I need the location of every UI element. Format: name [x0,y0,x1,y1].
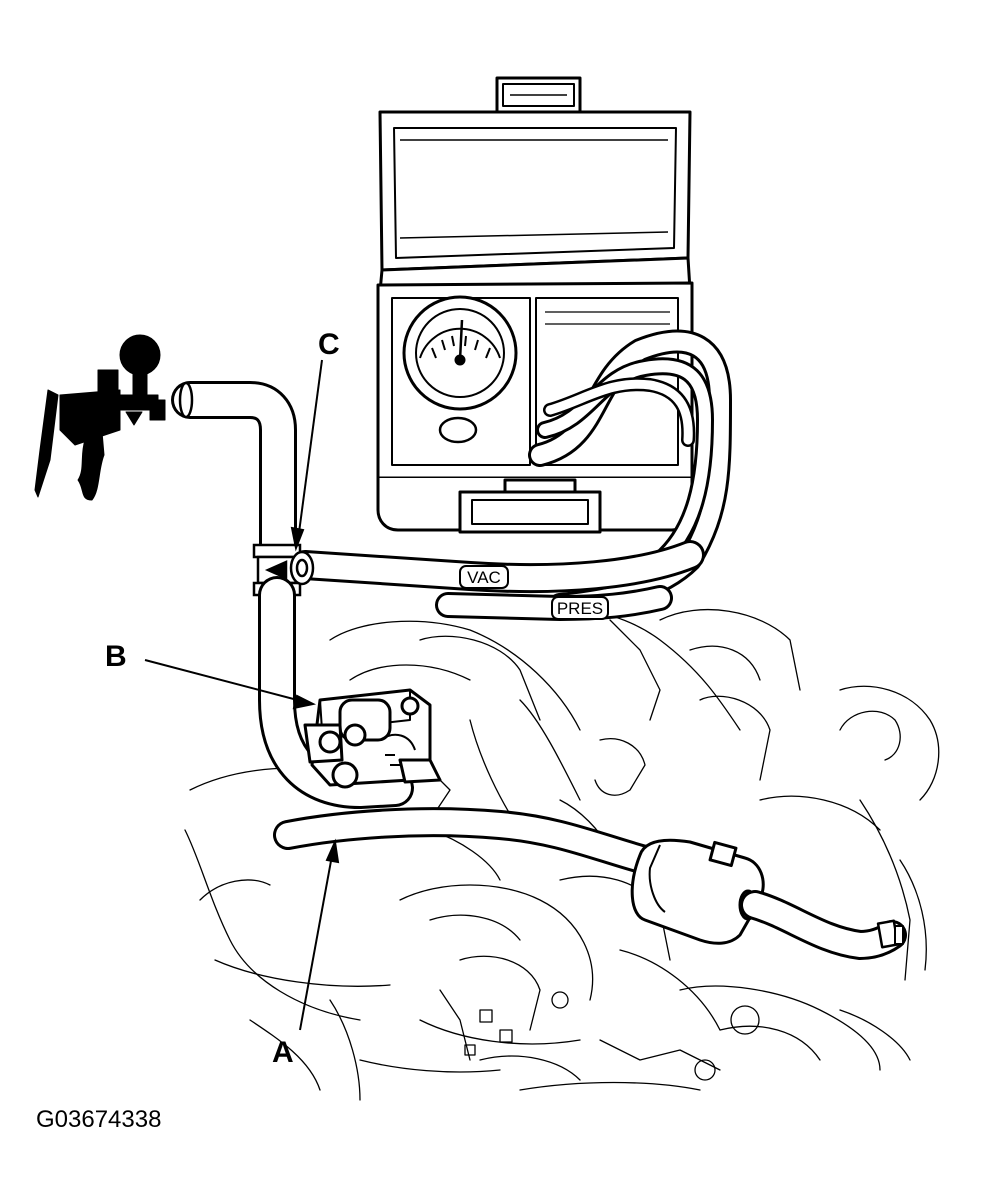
vac-label: VAC [467,568,501,587]
pres-label: PRES [557,599,603,618]
valve-hose [258,576,414,809]
callout-c: C [318,328,340,361]
callout-a: A [272,1036,294,1069]
hose-a [273,807,660,875]
kit-lid [378,110,692,272]
pump-hose [171,381,297,564]
purge-control-valve [303,688,442,789]
figure-id: G03674338 [36,1106,162,1133]
callout-leaders [144,359,340,1031]
hose-tags: VAC PRES [459,565,609,620]
engine-bay-background [184,605,940,1101]
outlet-hose [740,890,907,960]
kit-handle [458,490,602,534]
pres-tag [551,596,609,620]
pump-gauge [119,334,161,376]
vac-tag [459,565,509,589]
canister-filter [630,838,765,945]
gauge-test-kit [376,76,694,534]
callout-b: B [105,640,127,673]
hand-vacuum-pump [34,334,166,501]
